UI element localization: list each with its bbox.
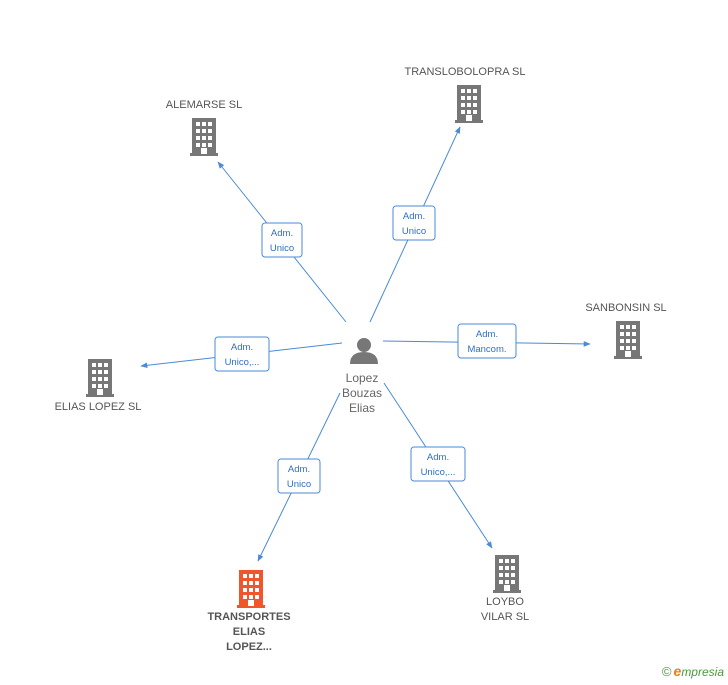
company-name-line: ELIAS LOPEZ SL [55, 401, 142, 413]
nodes-layer: ALEMARSE SL TRANSLOBOLOPRA SL SANBONSIN SL… [55, 66, 667, 653]
company-name-line: LOPEZ... [226, 641, 272, 653]
role-badge-box [261, 222, 303, 258]
building-icon [190, 118, 218, 156]
brand-initial: e [673, 663, 682, 679]
company-node-sanbonsin[interactable]: SANBONSIN SL [585, 302, 667, 359]
role-text: Adm. [231, 342, 253, 353]
person-name-line-2: Bouzas [342, 386, 382, 400]
person-icon [350, 338, 378, 364]
role-badge-box [277, 458, 321, 494]
role-text: Unico,... [421, 467, 456, 478]
role-badge-elias-lopez[interactable]: Adm. Unico,... [214, 336, 270, 372]
company-node-transportes[interactable]: TRANSPORTES ELIAS LOPEZ... [207, 570, 291, 653]
building-icon [455, 85, 483, 123]
role-badge-box [214, 336, 270, 372]
role-badge-loybo[interactable]: Adm. Unico,... [410, 446, 466, 482]
company-name-line: ALEMARSE SL [166, 99, 242, 111]
role-text: Adm. [288, 464, 310, 475]
brand-name: mpresia [681, 665, 724, 679]
empresia-logo: ©empresia [662, 663, 724, 679]
company-node-elias-lopez[interactable]: ELIAS LOPEZ SL [55, 359, 142, 413]
building-icon [237, 570, 265, 608]
company-node-loybo[interactable]: LOYBO VILAR SL [481, 555, 529, 623]
role-text: Unico,... [225, 357, 260, 368]
building-icon [614, 321, 642, 359]
role-text: Adm. [476, 329, 498, 340]
building-icon [493, 555, 521, 593]
company-name-line: ELIAS [233, 626, 265, 638]
role-badge-box [410, 446, 466, 482]
company-name-line: TRANSPORTES [207, 611, 290, 623]
person-node[interactable]: Lopez Bouzas Elias [342, 338, 382, 415]
role-badge-box [392, 205, 436, 241]
copyright-symbol: © [661, 664, 672, 679]
role-text: Unico [402, 226, 426, 237]
company-name-line: LOYBO [486, 596, 524, 608]
person-name-line-3: Elias [349, 401, 375, 415]
role-badge-alemarse[interactable]: Adm. Unico [261, 222, 303, 258]
role-text: Unico [270, 243, 294, 254]
company-name-line: SANBONSIN SL [585, 302, 666, 314]
role-text: Unico [287, 479, 311, 490]
company-node-alemarse[interactable]: ALEMARSE SL [166, 99, 242, 156]
person-name-line-1: Lopez [346, 371, 379, 385]
edges-layer: Adm.UnicoAdm.UnicoAdm.Mancom.Adm.Unico,.… [140, 126, 591, 562]
role-badge-sanbonsin[interactable]: Adm. Mancom. [457, 323, 517, 359]
role-text: Adm. [427, 452, 449, 463]
building-icon [86, 359, 114, 397]
role-text: Adm. [271, 228, 293, 239]
role-badge-translobolopra[interactable]: Adm. Unico [392, 205, 436, 241]
role-badge-box [457, 323, 517, 359]
company-name-line: TRANSLOBOLOPRA SL [404, 66, 525, 78]
company-node-translobolopra[interactable]: TRANSLOBOLOPRA SL [404, 66, 526, 123]
role-text: Mancom. [467, 344, 506, 355]
role-badge-transportes[interactable]: Adm. Unico [277, 458, 321, 494]
role-text: Adm. [403, 211, 425, 222]
company-name-line: VILAR SL [481, 611, 529, 623]
